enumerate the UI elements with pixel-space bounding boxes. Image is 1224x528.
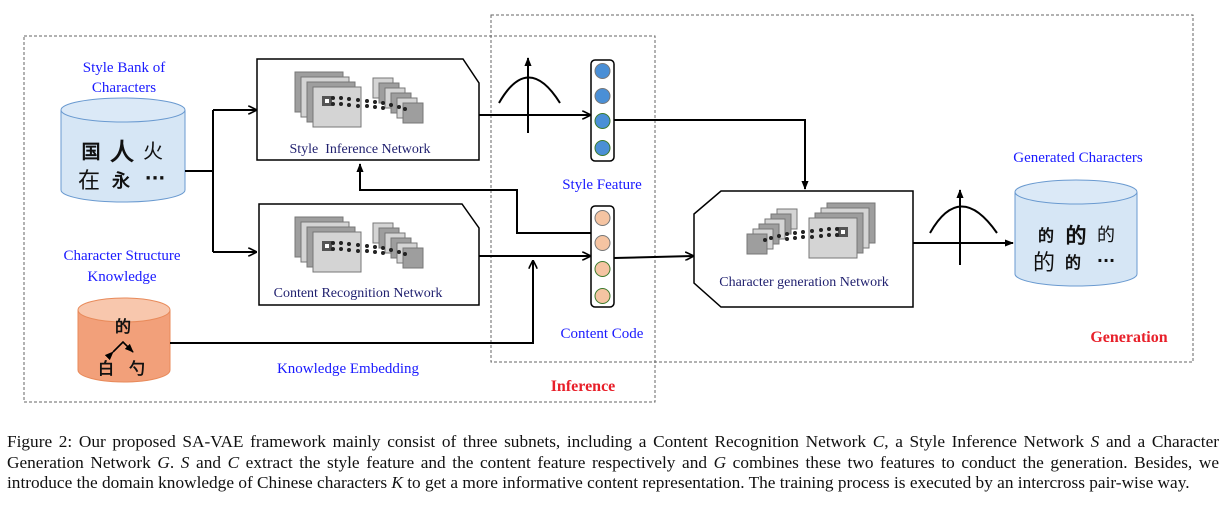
content-recognition-network: Content Recognition Network xyxy=(258,203,480,306)
style-bank-char: 在 xyxy=(78,169,100,194)
gaussian-distribution-icon xyxy=(929,189,998,265)
knowledge-embedding-label: Knowledge Embedding xyxy=(277,361,420,377)
generated-char: 的 xyxy=(1065,253,1081,272)
style-bank-char: 永 xyxy=(111,170,130,192)
structure-char-left: 白 xyxy=(98,359,114,378)
generated-char: 的 xyxy=(1097,225,1115,246)
style-feature-node xyxy=(594,140,611,156)
content-code-node xyxy=(594,261,611,277)
symbol-style-network: S xyxy=(1090,432,1100,451)
gaussian-distribution-icon xyxy=(498,57,561,133)
style-feature-node xyxy=(594,88,611,104)
style-bank-database: 国 人 火 在 永 ··· xyxy=(60,97,186,203)
style-bank-char: ··· xyxy=(145,168,166,189)
generated-char: 的 xyxy=(1038,226,1054,245)
style-bank-connectors xyxy=(185,110,256,252)
style-feature-vector xyxy=(590,59,615,162)
generation-region-label: Generation xyxy=(1090,329,1167,346)
generated-char: 的 xyxy=(1066,224,1087,248)
structure-char-right: 勺 xyxy=(129,359,145,378)
sa-vae-framework-diagram: 国 人 火 在 永 ··· Style Bank of Characters 的… xyxy=(23,14,1194,403)
character-generation-network-label: Character generation Network xyxy=(719,275,888,290)
inference-region xyxy=(23,35,656,403)
caption-text: Figure 2: Our proposed SA-VAE framework … xyxy=(7,432,873,451)
content-recognition-network-label: Content Recognition Network xyxy=(274,286,443,301)
symbol-content-network: C xyxy=(872,432,885,451)
generated-characters-database: 的 的 的 的 的 ··· xyxy=(1014,179,1138,287)
content-code-node xyxy=(594,235,611,251)
symbol-content-network: C xyxy=(227,452,240,472)
generated-char: ··· xyxy=(1097,251,1115,270)
generated-char: 的 xyxy=(1033,251,1055,276)
content-code-node xyxy=(594,288,611,304)
figure-caption: Figure 2: Our proposed SA-VAE framework … xyxy=(7,432,1219,494)
generated-characters-label: Generated Characters xyxy=(1013,150,1143,166)
content-code-vector xyxy=(590,205,615,308)
style-inference-network: Style Inference Network xyxy=(256,58,480,161)
character-structure-database: 的 白 勺 xyxy=(77,297,171,383)
content-code-node xyxy=(594,210,611,226)
decomposition-arrows xyxy=(104,340,134,361)
style-feature-label: Style Feature xyxy=(562,177,642,193)
symbol-style-network: S xyxy=(180,452,190,472)
caption-text: combines these two features to conduct t… xyxy=(7,452,1219,493)
caption-text: and a Character Generation Network xyxy=(7,432,1220,472)
symbol-generation-network: G xyxy=(157,452,170,472)
generation-region xyxy=(490,14,1194,363)
inference-region-label: Inference xyxy=(551,378,616,395)
caption-text: . xyxy=(169,452,181,472)
caption-text: , a Style Inference Network xyxy=(884,432,1091,451)
structure-char-whole: 的 xyxy=(115,317,131,336)
style-bank-char: 国 xyxy=(81,141,100,163)
symbol-knowledge: K xyxy=(391,473,403,492)
content-code-to-generator-arrow xyxy=(613,256,693,258)
caption-text: to get a more informative content repres… xyxy=(402,473,1190,492)
knowledge-embedding-arrow xyxy=(170,261,533,344)
caption-text: extract the style feature and the conten… xyxy=(239,452,714,472)
style-bank-char: 人 xyxy=(110,138,134,166)
caption-text: and xyxy=(189,452,228,472)
style-bank-label: Style Bank of xyxy=(83,60,166,76)
style-bank-char: 火 xyxy=(143,139,163,163)
style-inference-network-label: Style Inference Network xyxy=(289,142,430,157)
style-feature-node xyxy=(594,63,611,79)
symbol-generation-network: G xyxy=(713,452,727,472)
style-bank-label: Characters xyxy=(92,80,156,96)
character-structure-label: Character Structure xyxy=(63,248,180,264)
character-generation-network: Character generation Network xyxy=(693,190,914,308)
style-feature-node xyxy=(594,113,611,129)
character-structure-label: Knowledge xyxy=(87,269,156,285)
style-feature-to-generator-arrow xyxy=(614,119,809,190)
content-to-style-feedback-arrow xyxy=(356,163,591,234)
content-code-label: Content Code xyxy=(561,326,644,342)
